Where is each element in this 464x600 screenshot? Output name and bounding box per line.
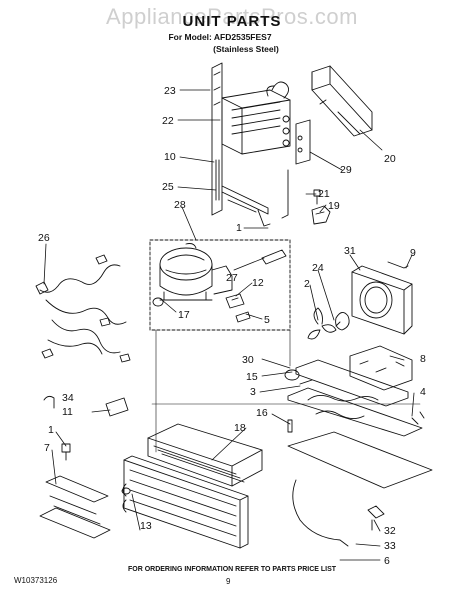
callout-9: 9 (410, 247, 416, 259)
callout-20: 20 (384, 153, 396, 165)
callout-17: 17 (178, 309, 190, 321)
condenser-bracket-drawing (211, 62, 291, 227)
callout-1-upper: 1 (236, 222, 242, 234)
callout-11: 11 (62, 406, 73, 418)
callout-26: 26 (38, 232, 50, 244)
callout-6: 6 (384, 555, 390, 567)
callout-30: 30 (242, 354, 254, 366)
document-number: W10373126 (14, 576, 58, 585)
callout-28: 28 (174, 199, 186, 211)
callout-27: 27 (226, 272, 238, 284)
page-title: UNIT PARTS (182, 13, 282, 30)
callout-18: 18 (234, 422, 246, 434)
callout-8: 8 (420, 353, 426, 365)
callout-33: 33 (384, 540, 396, 552)
callout-3: 3 (250, 386, 256, 398)
callout-15: 15 (246, 371, 258, 383)
wire-harness-drawing (35, 254, 131, 363)
callout-23: 23 (164, 85, 176, 97)
callout-32: 32 (384, 525, 396, 537)
callout-5: 5 (264, 314, 270, 326)
callout-labels: 23 22 10 25 28 1 26 27 12 17 5 20 29 21 … (38, 85, 426, 567)
page-number: 9 (226, 577, 231, 586)
callout-10: 10 (164, 151, 176, 163)
ordering-instruction: FOR ORDERING INFORMATION REFER TO PARTS … (127, 566, 337, 573)
callout-7: 7 (44, 442, 50, 454)
callout-16: 16 (256, 407, 268, 419)
callout-2: 2 (304, 278, 310, 290)
finish-label: (Stainless Steel) (213, 44, 279, 54)
model-number: For Model: AFD2535FES7 (168, 32, 272, 42)
callout-19: 19 (328, 200, 340, 212)
heater-drawing (39, 395, 433, 547)
callout-25: 25 (162, 181, 174, 193)
callout-4: 4 (420, 386, 426, 398)
callout-31: 31 (344, 245, 356, 257)
leader-lines (43, 89, 421, 561)
callout-1-lower: 1 (48, 424, 54, 436)
callout-12: 12 (252, 277, 264, 289)
callout-13: 13 (140, 520, 152, 532)
callout-34: 34 (62, 392, 74, 404)
callout-29: 29 (340, 164, 352, 176)
callout-22: 22 (162, 115, 174, 127)
base-pan-drawing (284, 345, 425, 437)
fan-assembly-drawing (307, 261, 413, 340)
evaporator-drawing (122, 423, 263, 549)
callout-21: 21 (318, 188, 330, 200)
duct-drawing (295, 65, 373, 165)
callout-24: 24 (312, 262, 324, 274)
